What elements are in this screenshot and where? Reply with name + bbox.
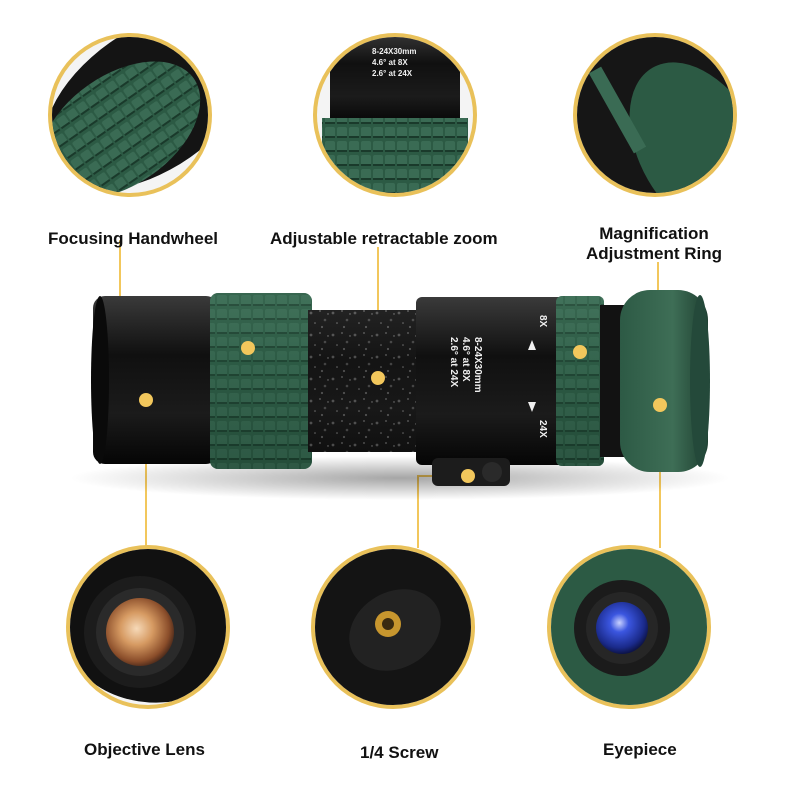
detail-screw xyxy=(311,545,475,709)
detail-magnification-ring xyxy=(573,33,737,197)
label-screw: 1/4 Screw xyxy=(360,743,439,762)
label-adjustable-zoom: Adjustable retractable zoom xyxy=(270,229,498,248)
label-focusing-handwheel: Focusing Handwheel xyxy=(48,229,219,248)
body-print: 8-24X30mm 4.6° at 8X 2.6° at 24X 8X 24X xyxy=(448,315,548,438)
zoom-detail-spec-1: 8-24X30mm xyxy=(372,47,416,56)
detail-objective-lens xyxy=(66,545,230,709)
detail-zoom: 8-24X30mm 4.6° at 8X 2.6° at 24X xyxy=(313,33,477,197)
spec-line-3: 2.6° at 24X xyxy=(448,337,459,387)
monocular-body xyxy=(70,290,730,500)
label-magnification-line2: Adjustment Ring xyxy=(586,244,722,263)
zoom-detail-spec-3: 2.6° at 24X xyxy=(372,69,413,78)
label-magnification-line1: Magnification xyxy=(599,224,709,243)
detail-eyepiece xyxy=(547,545,711,709)
label-magnification-ring: Magnification Adjustment Ring xyxy=(578,224,730,264)
detail-focusing-handwheel xyxy=(48,33,212,197)
label-eyepiece: Eyepiece xyxy=(603,740,677,759)
zoom-detail-spec-2: 4.6° at 8X xyxy=(372,58,408,67)
spec-line-1: 8-24X30mm xyxy=(472,337,483,393)
label-objective-lens: Objective Lens xyxy=(84,740,205,759)
spec-line-2: 4.6° at 8X xyxy=(460,337,471,382)
mark-24x: 24X xyxy=(537,420,548,438)
mark-8x: 8X xyxy=(537,315,548,328)
